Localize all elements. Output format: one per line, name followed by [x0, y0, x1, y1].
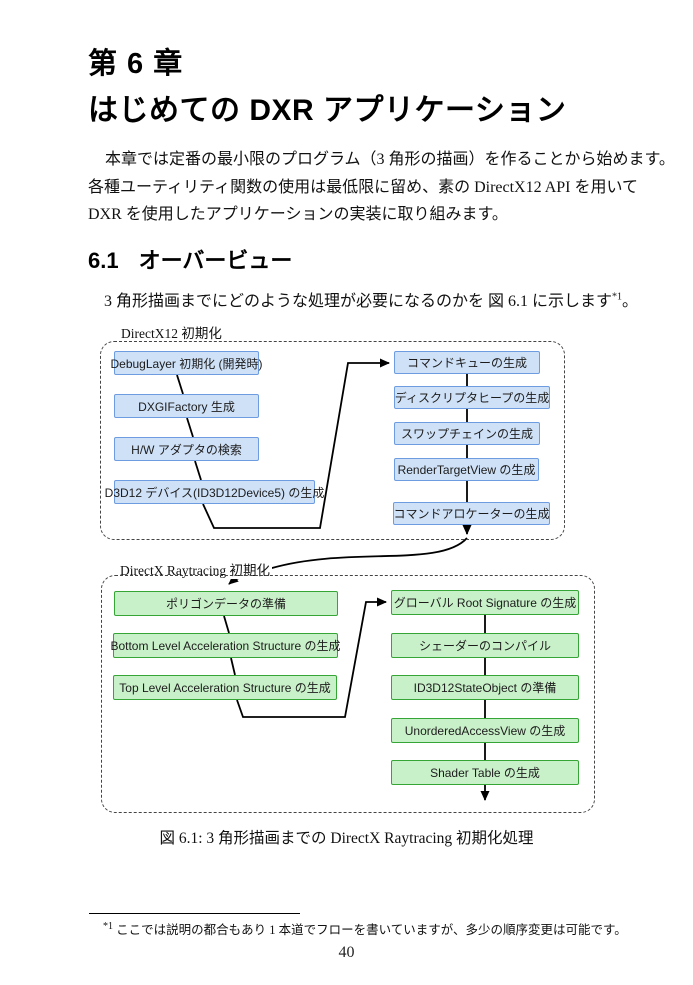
flow-node-hw-adapter: H/W アダプタの検索	[114, 437, 259, 461]
intro-line: 各種ユーティリティ関数の使用は最低限に留め、素の DirectX12 API を…	[88, 178, 639, 196]
group-label-directx12: DirectX12 初期化	[119, 322, 224, 342]
section-title: オーバービュー	[138, 248, 293, 273]
group-container-raytracing	[101, 575, 595, 813]
footnote-text: ここでは説明の都合もあり 1 本道でフローを書いていますが、多少の順序変更は可能…	[116, 923, 627, 937]
flow-node-dxgifactory: DXGIFactory 生成	[114, 394, 259, 418]
flow-node-rendertargetview: RenderTargetView の生成	[394, 458, 539, 481]
flow-node-polygon-data: ポリゴンデータの準備	[114, 591, 338, 616]
footnote-marker: *1	[103, 920, 113, 932]
page-number: 40	[338, 944, 355, 961]
section-number: 6.1	[88, 248, 119, 273]
footnote-separator	[89, 913, 300, 915]
flow-node-swapchain: スワップチェインの生成	[394, 422, 540, 445]
flow-node-global-root-signature: グローバル Root Signature の生成	[391, 590, 579, 615]
flow-node-command-queue: コマンドキューの生成	[394, 351, 540, 374]
overview-period: 。	[622, 293, 639, 310]
flow-node-blas: Bottom Level Acceleration Structure の生成	[110, 633, 341, 658]
section-heading: 6.1 オーバービュー	[88, 243, 292, 275]
overview-paragraph: 3 角形描画までにどのような処理が必要になるのかを 図 6.1 に示します*1。	[104, 287, 638, 311]
flow-node-command-allocator: コマンドアロケーターの生成	[393, 502, 550, 525]
flow-node-d3d12-device: D3D12 デバイス(ID3D12Device5) の生成	[105, 480, 324, 504]
overview-text: 3 角形描画までにどのような処理が必要になるのかを 図 6.1 に示します	[104, 293, 613, 310]
flow-node-uav: UnorderedAccessView の生成	[391, 718, 579, 743]
intro-line: DXR を使用したアプリケーションの実装に取り組みます。	[88, 206, 508, 223]
footnote: *1 ここでは説明の都合もあり 1 本道でフローを書いていますが、多少の順序変更…	[103, 919, 627, 938]
intro-paragraph: 本章では定番の最小限のプログラム（3 角形の描画）を作ることから始めます。 各種…	[88, 146, 675, 229]
footnote-marker: *1	[612, 291, 623, 303]
flow-node-descriptor-heap: ディスクリプタヒープの生成	[394, 386, 550, 409]
figure-caption: 図 6.1: 3 角形描画までの DirectX Raytracing 初期化処…	[159, 830, 534, 847]
flow-node-tlas: Top Level Acceleration Structure の生成	[113, 675, 337, 700]
flow-node-shader-compile: シェーダーのコンパイル	[391, 633, 579, 658]
flow-node-shader-table: Shader Table の生成	[391, 760, 579, 785]
intro-line: 本章では定番の最小限のプログラム（3 角形の描画）を作ることから始めます。	[105, 151, 675, 168]
chapter-number: 第 6 章	[88, 48, 184, 80]
flow-node-debuglayer: DebugLayer 初期化 (開発時)	[110, 351, 263, 375]
group-container-directx12	[100, 341, 565, 540]
group-label-raytracing: DirectX Raytracing 初期化	[118, 559, 272, 579]
flow-node-stateobject: ID3D12StateObject の準備	[391, 675, 579, 700]
chapter-title: はじめての DXR アプリケーション	[88, 94, 567, 127]
